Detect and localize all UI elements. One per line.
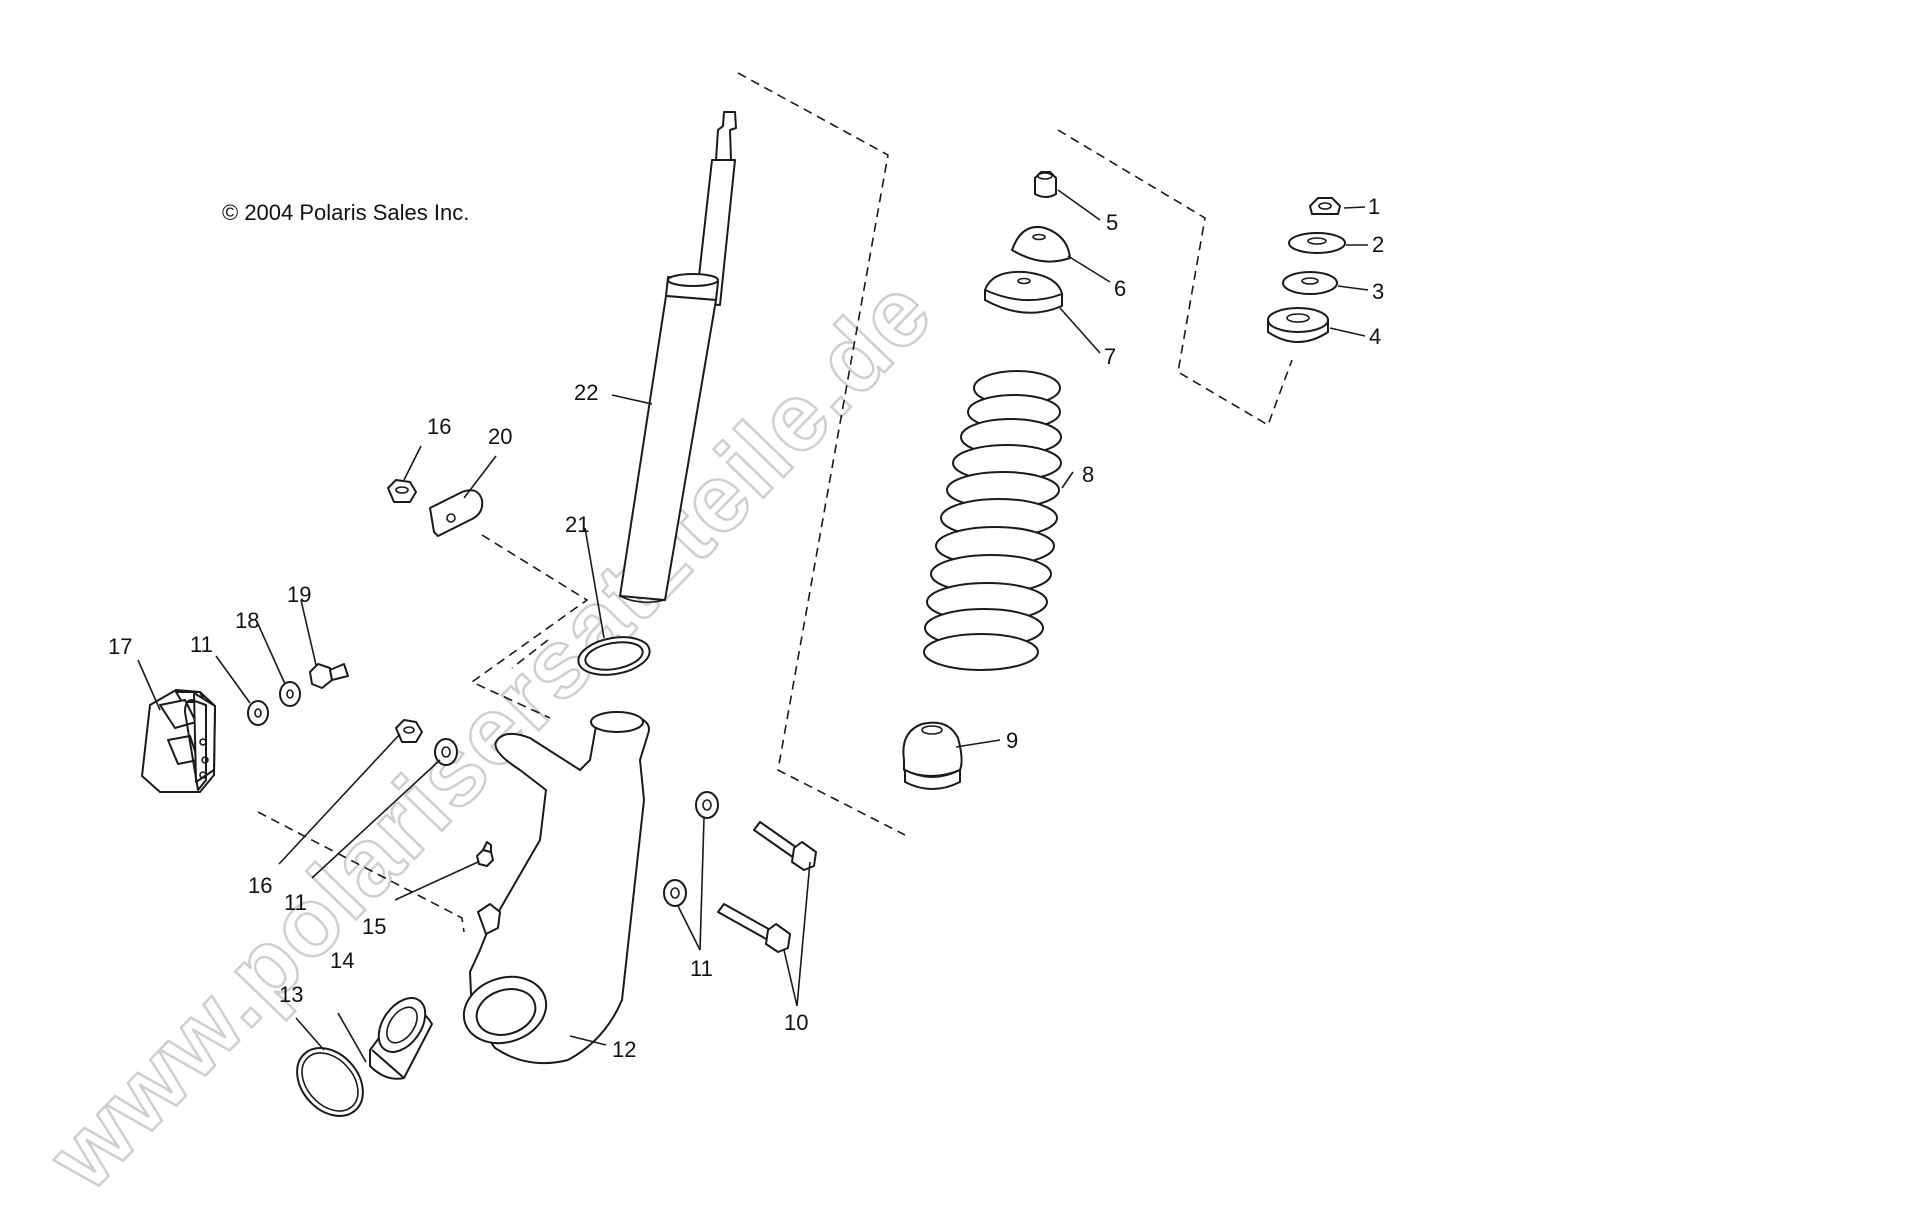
callout-22: 22 [574, 380, 598, 405]
callout-10-bolts: 10 [784, 1010, 808, 1035]
washer-11-d [663, 879, 687, 907]
callout-4: 4 [1369, 324, 1381, 349]
nut-1 [1309, 197, 1341, 215]
callout-2: 2 [1372, 232, 1384, 257]
callout-9: 9 [1006, 728, 1018, 753]
brake-line-clamp-20 [429, 489, 484, 537]
leader-lines [137, 189, 1369, 1063]
washer-11-b [434, 738, 458, 766]
washer-3 [1282, 271, 1338, 295]
copyright-notice: © 2004 Polaris Sales Inc. [222, 200, 470, 225]
bushing-4 [1267, 307, 1329, 343]
o-ring [577, 636, 651, 676]
washer-11-a [247, 700, 269, 726]
callout-21: 21 [565, 512, 589, 537]
bushing-5 [1034, 171, 1057, 198]
callout-17: 17 [108, 634, 132, 659]
spring-seat-7 [984, 270, 1063, 314]
callout-6: 6 [1114, 276, 1126, 301]
nut-16-mid [395, 719, 423, 743]
callout-11-left: 11 [190, 632, 213, 657]
callout-14: 14 [330, 948, 354, 973]
callout-11-mid: 11 [284, 890, 307, 915]
bearing-14 [369, 997, 433, 1080]
callout-7: 7 [1104, 344, 1116, 369]
callout-19: 19 [287, 582, 311, 607]
callout-1: 1 [1368, 194, 1380, 219]
steering-knuckle-12 [462, 711, 650, 1065]
fitting-15 [476, 841, 494, 867]
washer-11-c [695, 791, 719, 819]
nut-16-top [387, 479, 417, 503]
callout-3: 3 [1372, 279, 1384, 304]
washer-18 [279, 681, 301, 707]
callout-18: 18 [235, 608, 259, 633]
callout-13: 13 [279, 982, 303, 1007]
callout-5: 5 [1106, 210, 1118, 235]
bolt-10-a [753, 821, 817, 871]
snap-ring-13 [296, 1047, 364, 1117]
callout-16-mid: 16 [248, 873, 272, 898]
spring-retainer-6 [1011, 226, 1071, 263]
shock-absorber [619, 111, 737, 604]
callout-12: 12 [612, 1037, 636, 1062]
washer-2 [1288, 232, 1346, 254]
callout-15: 15 [362, 914, 386, 939]
bump-stop-9 [902, 721, 963, 790]
brake-caliper-17 [141, 689, 216, 793]
bolt-10-b [717, 903, 791, 953]
callout-11-right: 11 [690, 956, 713, 981]
callout-16-top: 16 [427, 414, 451, 439]
bolt-19 [309, 663, 349, 689]
callout-8: 8 [1082, 462, 1094, 487]
callout-20: 20 [488, 424, 512, 449]
callout-labels: 1 2 3 4 5 6 7 8 9 10 11 11 11 12 13 14 1… [108, 194, 1384, 1062]
coil-spring-8 [923, 370, 1062, 671]
